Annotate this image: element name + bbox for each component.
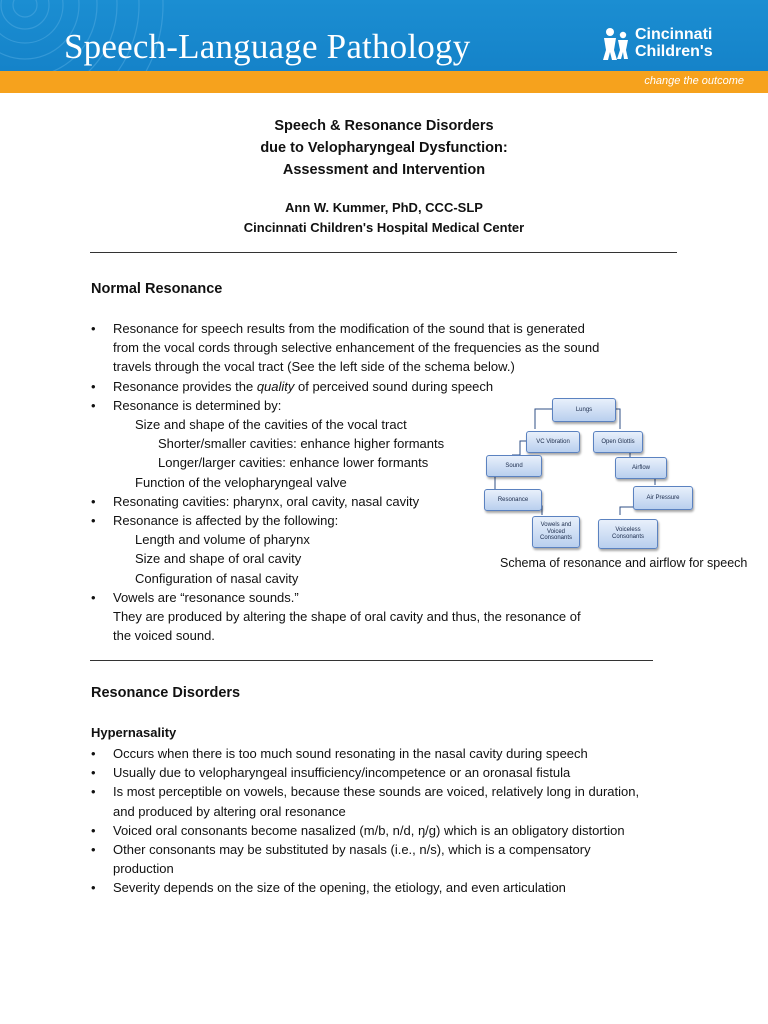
schema-node-vowels-voiced: Vowels and Voiced Consonants [532,516,580,548]
title-line: Assessment and Intervention [282,162,486,178]
schema-node-sound: Sound [486,455,542,477]
list-item-continuation: the voiced sound. [113,628,215,644]
logo-line-2: Children's [635,43,713,60]
list-item: • Other consonants may be substituted by… [91,840,691,878]
schema-node-airflow: Airflow [615,457,667,479]
sub-item: Shorter/smaller cavities: enhance higher… [158,436,445,452]
sub-item: Configuration of nasal cavity [135,570,299,586]
list-item-text: Severity depends on the size of the open… [113,880,566,896]
sub-item: Length and volume of pharynx [135,532,310,548]
children-figure-icon [603,28,628,60]
list-item: • Usually due to velopharyngeal insuffic… [91,763,691,782]
emphasis-text: quality [256,378,295,394]
list-item-text: Resonating cavities: pharynx, oral cavit… [113,493,420,509]
list-item: • Vowels are “resonance sounds.” [91,588,651,607]
schema-caption: Schema of resonance and airflow for spee… [500,556,748,570]
list-item-text: Resonance provides the [113,378,257,394]
list-item: • Resonance is determined by: [91,396,651,415]
bullet: • [91,880,96,896]
schema-node-resonance: Resonance [484,489,542,511]
divider [90,660,653,661]
list-item-text: Usually due to velopharyngeal insufficie… [113,765,571,781]
sub-item: Size and shape of the cavities of the vo… [135,417,407,433]
bullet: • [91,765,96,781]
list-item-text: Resonance for speech results from the mo… [113,321,585,336]
hypernasality-list: • Occurs when there is too much sound re… [91,744,691,898]
list-item-text: Resonance is affected by the following: [113,513,339,529]
schema-node-open-glottis: Open Glottis [593,431,643,453]
title-line: due to Velopharyngeal Dysfunction: [260,140,508,156]
divider [90,252,677,253]
bullet: • [91,321,96,336]
bullet: • [91,784,96,800]
list-item-text: Is most perceptible on vowels, because t… [113,784,640,800]
list-item-text: travels through the vocal tract (See the… [113,359,515,375]
sub-item: Function of the velopharyngeal valve [135,474,347,490]
subheading-hypernasality: Hypernasality [91,725,177,740]
list-item: • Voiced oral consonants become nasalize… [91,821,691,840]
list-item-text: production [113,861,174,877]
list-item: • Severity depends on the size of the op… [91,878,691,897]
author-name: Ann W. Kummer, PhD, CCC-SLP [285,200,483,215]
title-line: Speech & Resonance Disorders [274,118,494,134]
schema-node-lungs: Lungs [552,398,616,422]
list-item-text: Occurs when there is too much sound reso… [113,746,588,761]
orange-strip [0,71,768,93]
list-item: • Occurs when there is too much sound re… [91,744,691,763]
resonance-airflow-schema: Lungs VC Vibration Open Glottis Sound Ai… [480,395,720,550]
list-item-text: Resonance is determined by: [113,397,282,413]
sub-item: Longer/larger cavities: enhance lower fo… [158,455,429,471]
list-item-text: and produced by altering oral resonance [113,803,346,819]
schema-node-vc-vibration: VC Vibration [526,431,580,453]
logo-line-1: Cincinnati [635,26,713,43]
hospital-logo: Cincinnati Children's [601,26,751,66]
decorative-rings [0,0,164,71]
document-title: Speech & Resonance Disorders due to Velo… [0,115,768,181]
schema-node-voiceless: Voiceless Consonants [598,519,658,549]
bullet: • [91,378,96,394]
bullet: • [91,397,96,413]
section-heading-resonance-disorders: Resonance Disorders [91,685,241,701]
list-item: • Is most perceptible on vowels, because… [91,782,691,820]
schema-node-air-pressure: Air Pressure [633,486,693,510]
author-affiliation: Cincinnati Children's Hospital Medical C… [243,220,525,235]
list-item-text: from the vocal cords through selective e… [113,340,600,356]
normal-resonance-list: • Resonance for speech results from the … [91,319,651,645]
sub-item: Size and shape of oral cavity [135,551,302,567]
bullet: • [91,589,96,605]
author-block: Ann W. Kummer, PhD, CCC-SLP Cincinnati C… [0,198,768,238]
list-item: • Resonance provides the quality of perc… [91,377,651,396]
list-item: • Resonance for speech results from the … [91,319,651,377]
bullet: • [91,822,96,838]
section-heading-normal-resonance: Normal Resonance [91,281,223,297]
list-item-text: of perceived sound during speech [294,378,494,394]
bullet: • [91,842,96,858]
tagline: change the outcome [644,75,744,87]
bullet: • [91,493,96,509]
bullet: • [91,746,96,761]
list-item-text: Vowels are “resonance sounds.” [113,589,299,605]
list-item-continuation: They are produced by altering the shape … [113,609,581,625]
list-item-text: Voiced oral consonants become nasalized … [113,822,625,838]
bullet: • [91,513,96,529]
list-item: • Resonating cavities: pharynx, oral cav… [91,492,651,511]
list-item-text: Other consonants may be substituted by n… [113,842,591,858]
list-item: • Resonance is affected by the following… [91,511,651,530]
banner-title: Speech-Language Pathology [64,27,471,66]
